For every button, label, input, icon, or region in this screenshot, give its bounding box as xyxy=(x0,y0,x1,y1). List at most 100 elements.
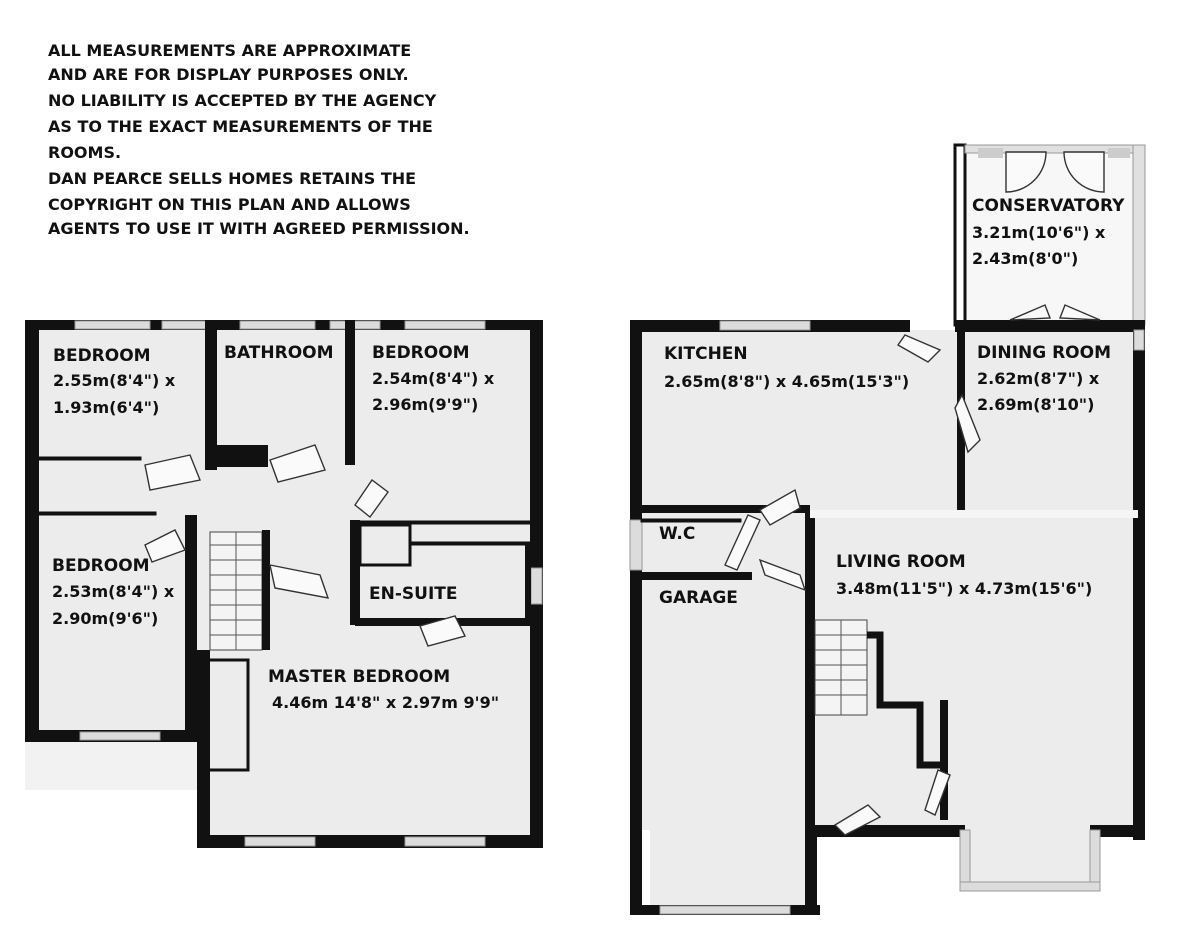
wall xyxy=(805,825,965,837)
wall xyxy=(525,543,531,623)
wall xyxy=(1090,825,1145,837)
room-name-kitchen: KITCHEN xyxy=(664,344,748,364)
room-dimensions: 2.62m(8'7") x xyxy=(977,369,1100,388)
room-name-dining-room: DINING ROOM xyxy=(977,343,1111,363)
wall xyxy=(185,515,197,735)
wall xyxy=(630,320,642,910)
room-dimensions: 2.53m(8'4") x xyxy=(52,582,175,601)
door xyxy=(144,529,186,563)
door xyxy=(724,514,761,571)
window xyxy=(629,519,643,571)
staircase xyxy=(814,619,868,716)
room-dimensions: 4.46m 14'8" x 2.97m 9'9" xyxy=(272,693,499,712)
window xyxy=(79,731,161,741)
room-dimensions: 3.21m(10'6") x xyxy=(972,223,1106,242)
window xyxy=(1133,329,1145,351)
disclaimer-line: NO LIABILITY IS ACCEPTED BY THE AGENCY xyxy=(48,91,437,110)
room-name-bedroom: BEDROOM xyxy=(372,343,470,363)
wall xyxy=(350,520,360,625)
room-dimensions: 2.65m(8'8") x 4.65m(15'3") xyxy=(664,372,909,391)
room-dimensions: 2.54m(8'4") x xyxy=(372,369,495,388)
wall xyxy=(955,320,1145,332)
garage-area xyxy=(650,580,805,910)
door xyxy=(269,564,330,599)
wall xyxy=(640,505,810,513)
window xyxy=(244,836,316,847)
door xyxy=(954,393,981,454)
conservatory-frame xyxy=(978,148,1003,158)
door xyxy=(1058,304,1101,321)
room-name-bedroom: BEDROOM xyxy=(53,346,151,366)
room-name-conservatory: CONSERVATORY xyxy=(972,196,1125,216)
wall xyxy=(262,530,270,650)
door xyxy=(144,454,201,491)
window xyxy=(530,567,543,605)
window xyxy=(659,905,791,915)
door xyxy=(419,615,467,647)
door xyxy=(1063,151,1105,193)
door xyxy=(354,479,389,519)
room-dimensions: 2.96m(9'9") xyxy=(372,395,478,414)
wall xyxy=(867,631,945,769)
staircase xyxy=(209,531,263,651)
room-dimensions: 2.55m(8'4") x xyxy=(53,371,176,390)
wall xyxy=(345,320,355,465)
wall xyxy=(25,320,39,742)
window xyxy=(239,320,316,330)
door xyxy=(924,769,951,816)
window xyxy=(74,320,151,330)
disclaimer-line: AND ARE FOR DISPLAY PURPOSES ONLY. xyxy=(48,65,409,84)
room-name-master-bedroom: MASTER BEDROOM xyxy=(268,667,450,687)
porch-roof-area xyxy=(25,740,207,790)
room-dimensions: 2.90m(9'6") xyxy=(52,609,158,628)
disclaimer: ALL MEASUREMENTS ARE APPROXIMATE AND ARE… xyxy=(48,41,470,238)
wall xyxy=(640,572,752,580)
wall xyxy=(940,700,948,820)
door xyxy=(1009,304,1052,321)
door xyxy=(269,444,326,483)
wall xyxy=(805,825,817,915)
cupboard xyxy=(206,658,250,772)
wall xyxy=(210,445,268,467)
first-floor-plan: BEDROOM 2.55m(8'4") x 1.93m(6'4") BATHRO… xyxy=(25,320,543,848)
room-name-wc: W.C xyxy=(659,524,695,544)
airing-cupboard xyxy=(358,523,412,567)
window xyxy=(161,320,213,330)
window xyxy=(404,320,486,330)
wall xyxy=(805,510,815,825)
conservatory-frame xyxy=(1108,148,1130,158)
conservatory-area xyxy=(960,145,1145,323)
first-floor-area-lower xyxy=(205,740,538,838)
room-dimensions: 3.48m(11'5") x 4.73m(15'6") xyxy=(836,579,1092,598)
wall xyxy=(640,518,742,523)
room-name-living-room: LIVING ROOM xyxy=(836,552,966,572)
room-name-bathroom: BATHROOM xyxy=(224,343,334,363)
first-floor-area xyxy=(30,328,538,742)
room-name-en-suite: EN-SUITE xyxy=(369,584,457,604)
door xyxy=(1005,151,1047,193)
room-divide xyxy=(810,510,1138,518)
room-dimensions: 2.69m(8'10") xyxy=(977,395,1094,414)
wall xyxy=(38,456,142,461)
wall xyxy=(408,541,532,546)
disclaimer-line: COPYRIGHT ON THIS PLAN AND ALLOWS xyxy=(48,195,411,214)
disclaimer-line: AS TO THE EXACT MEASUREMENTS OF THE xyxy=(48,117,433,136)
window xyxy=(719,320,811,331)
window xyxy=(404,836,486,847)
wall xyxy=(953,143,967,327)
door xyxy=(896,334,942,363)
door xyxy=(833,804,882,836)
room-name-garage: GARAGE xyxy=(659,588,738,608)
room-name-bedroom: BEDROOM xyxy=(52,556,150,576)
disclaimer-line: ALL MEASUREMENTS ARE APPROXIMATE xyxy=(48,41,411,60)
bay-area xyxy=(965,825,1095,887)
wall xyxy=(38,511,157,516)
door xyxy=(758,558,807,592)
wall xyxy=(205,320,217,470)
room-dimensions: 1.93m(6'4") xyxy=(53,398,159,417)
wall xyxy=(353,520,532,525)
bay-window xyxy=(959,829,1101,892)
ground-floor-plan: CONSERVATORY 3.21m(10'6") x 2.43m(8'0") … xyxy=(629,143,1146,915)
room-dimensions: 2.43m(8'0") xyxy=(972,249,1078,268)
wall xyxy=(1133,320,1145,840)
